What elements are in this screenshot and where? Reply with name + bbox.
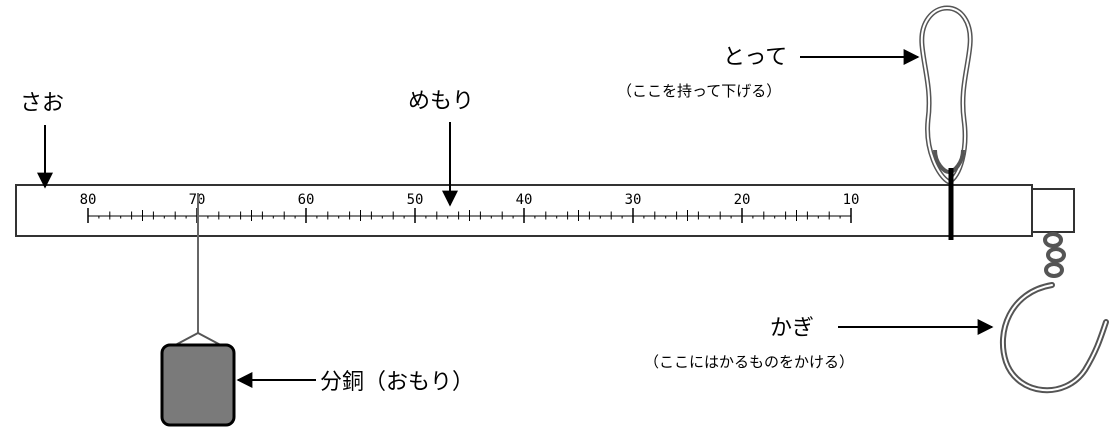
label-totte: とって xyxy=(723,45,787,70)
label-sao-group: さお xyxy=(20,91,64,189)
weight-block-icon xyxy=(160,343,236,427)
label-totte-note: （ここを持って下げる） xyxy=(617,82,781,100)
label-memori-group: めもり xyxy=(408,89,474,207)
label-memori: めもり xyxy=(408,89,474,114)
scale-number-60: 60 xyxy=(298,192,315,208)
handle-loop-icon xyxy=(919,5,973,185)
scale-number-50: 50 xyxy=(407,192,424,208)
label-fundou-group: 分銅（おもり） xyxy=(236,370,474,395)
scale-number-10: 10 xyxy=(843,192,860,208)
label-sao: さお xyxy=(20,91,64,116)
label-kagi: かぎ xyxy=(770,316,814,341)
scale-numbers: 80 70 60 50 40 30 20 10 xyxy=(80,192,860,208)
scale-number-30: 30 xyxy=(625,192,642,208)
label-totte-group: とって （ここを持って下げる） xyxy=(617,45,920,100)
scale-ticks xyxy=(87,208,852,223)
beam-end-cap xyxy=(1031,188,1075,233)
label-fundou: 分銅（おもり） xyxy=(320,370,474,395)
label-kagi-group: かぎ （ここにはかるものをかける） xyxy=(644,316,994,371)
hook-icon xyxy=(999,282,1109,394)
scale-number-20: 20 xyxy=(734,192,751,208)
chain-links xyxy=(1043,232,1066,278)
label-kagi-note: （ここにはかるものをかける） xyxy=(644,353,854,371)
scale-number-80: 80 xyxy=(80,192,97,208)
scale-number-40: 40 xyxy=(516,192,533,208)
